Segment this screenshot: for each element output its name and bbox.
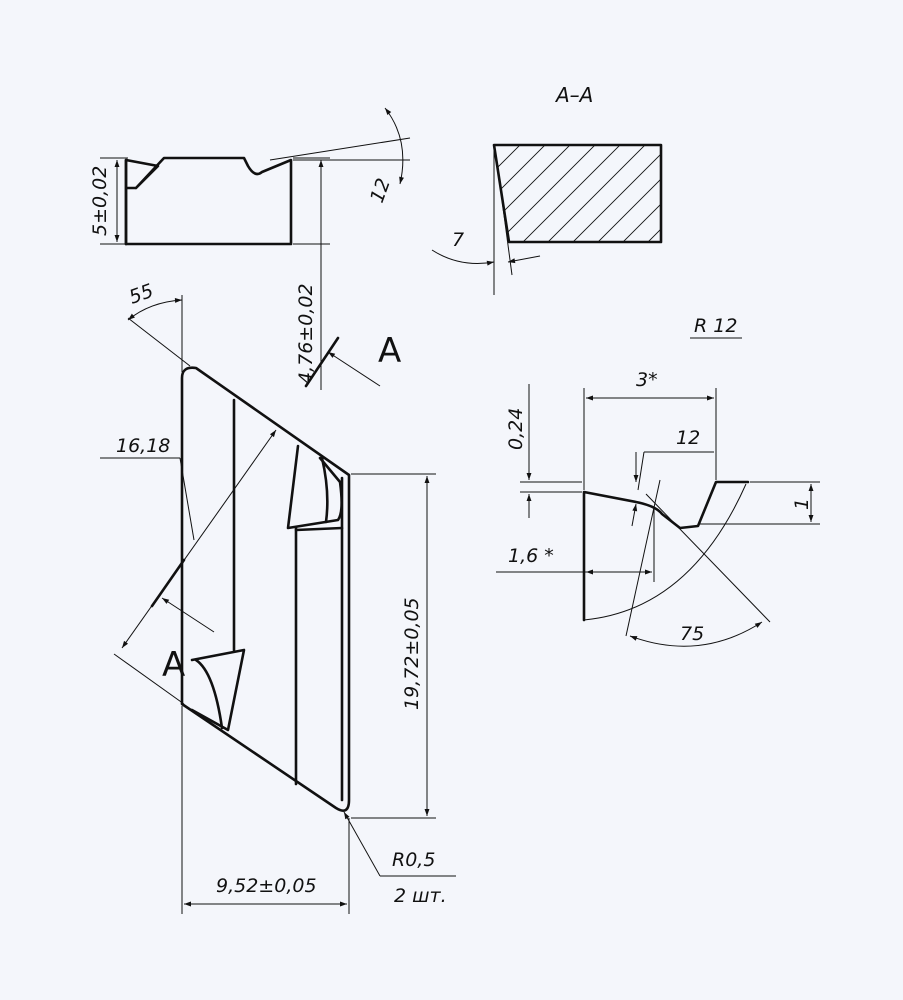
front-view: 5±0,02 4,76±0,02 12 xyxy=(89,107,411,390)
section-outline xyxy=(492,143,663,244)
detail-width-label: 3* xyxy=(636,369,658,391)
section-view: A–A 7 xyxy=(431,83,663,295)
width-label: 9,52±0,05 xyxy=(216,875,317,897)
detail-step-label: 1 xyxy=(791,498,813,510)
detail-angle2-label: 75 xyxy=(680,623,704,645)
detail-angle1-label: 12 xyxy=(676,427,700,449)
cut-letter-top: A xyxy=(378,331,401,371)
top-view-outline xyxy=(180,366,351,812)
detail-outline xyxy=(582,480,750,622)
section-title: A–A xyxy=(554,83,593,107)
section-angle-label: 7 xyxy=(452,229,464,251)
radius-label: R0,5 xyxy=(392,849,435,871)
front-angle-label: 12 xyxy=(366,175,395,205)
front-view-outline xyxy=(124,156,293,246)
front-height-label: 5±0,02 xyxy=(89,166,111,236)
angle-55-label: 55 xyxy=(126,280,156,309)
cut-letter-bottom: A xyxy=(162,645,185,685)
detail-depth-label: 0,24 xyxy=(505,408,527,450)
offset-label: 4,76±0,02 xyxy=(295,283,317,384)
detail-view: R 12 75 3* 0,24 12 1 1,6 xyxy=(496,315,820,647)
quantity-label: 2 шт. xyxy=(394,885,447,907)
diag-label: 16,18 xyxy=(116,435,170,457)
detail-size-label: 1,6 * xyxy=(508,545,554,567)
top-view: 55 16,18 19,72±0,05 9,52±0,05 R0,5 2 шт.… xyxy=(100,280,456,914)
length-label: 19,72±0,05 xyxy=(401,597,423,710)
detail-radius-label: R 12 xyxy=(694,315,737,337)
